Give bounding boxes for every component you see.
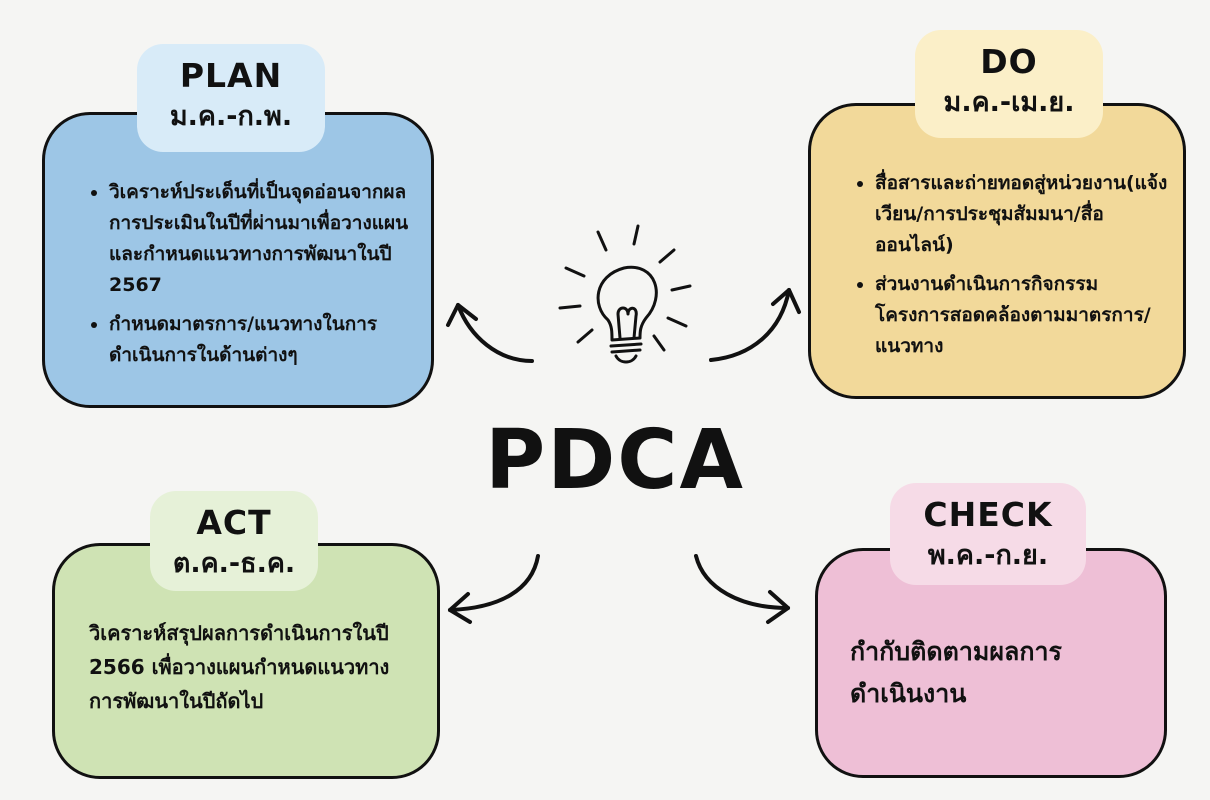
act-text: วิเคราะห์สรุปผลการดำเนินการในปี 2566 เพื… — [89, 621, 390, 713]
plan-card: วิเคราะห์ประเด็นที่เป็นจุดอ่อนจากผลการปร… — [42, 112, 434, 408]
act-label: ACT ต.ค.-ธ.ค. — [150, 491, 318, 591]
check-period: พ.ค.-ก.ย. — [927, 540, 1049, 571]
do-items: สื่อสารและถ่ายทอดสู่หน่วยงาน(แจ้งเวียน/ก… — [849, 168, 1169, 362]
plan-item-1: วิเคราะห์ประเด็นที่เป็นจุดอ่อนจากผลการปร… — [109, 177, 413, 301]
arrow-to-plan — [446, 303, 534, 363]
check-text: กำกับติดตามผลการดำเนินงาน — [850, 637, 1062, 708]
act-title: ACT — [196, 503, 272, 542]
do-title: DO — [980, 42, 1038, 81]
plan-title: PLAN — [179, 56, 283, 95]
arrow-to-act — [448, 554, 540, 624]
check-title: CHECK — [923, 495, 1053, 534]
plan-label: PLAN ม.ค.-ก.พ. — [137, 44, 325, 152]
do-period: ม.ค.-เม.ย. — [943, 87, 1075, 118]
do-label: DO ม.ค.-เม.ย. — [915, 30, 1103, 138]
act-period: ต.ค.-ธ.ค. — [172, 548, 296, 579]
plan-period: ม.ค.-ก.พ. — [169, 101, 293, 132]
do-item-2: ส่วนงานดำเนินการกิจกรรมโครงการสอดคล้องตา… — [875, 269, 1169, 362]
arrow-to-do — [709, 288, 801, 362]
check-label: CHECK พ.ค.-ก.ย. — [890, 483, 1086, 585]
lightbulb-icon — [558, 224, 692, 364]
plan-item-2: กำหนดมาตรการ/แนวทางในการดำเนินการในด้านต… — [109, 309, 413, 371]
center-title: PDCA — [485, 413, 745, 508]
do-item-1: สื่อสารและถ่ายทอดสู่หน่วยงาน(แจ้งเวียน/ก… — [875, 168, 1169, 261]
arrow-to-check — [694, 554, 790, 624]
plan-items: วิเคราะห์ประเด็นที่เป็นจุดอ่อนจากผลการปร… — [83, 177, 413, 371]
do-card: สื่อสารและถ่ายทอดสู่หน่วยงาน(แจ้งเวียน/ก… — [808, 103, 1186, 399]
